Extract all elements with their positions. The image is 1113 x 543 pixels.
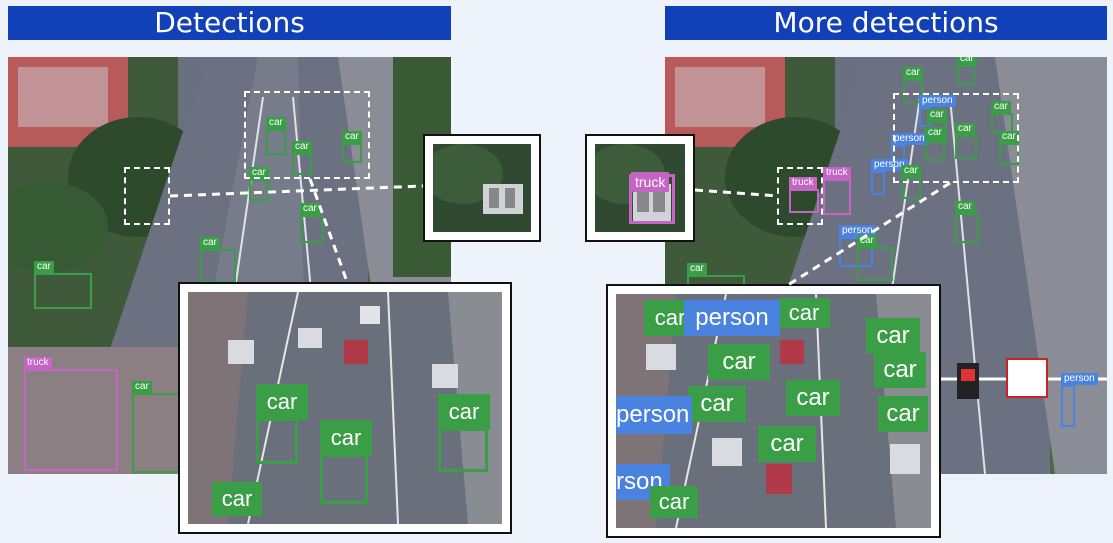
- car-detection-zoomed: car: [778, 298, 830, 328]
- left-panel-title: Detections: [8, 6, 451, 40]
- car-detection: car: [249, 167, 269, 201]
- car-detection-zoomed-box: [256, 418, 298, 464]
- car-detection: car: [34, 261, 92, 309]
- car-detection-zoomed: car: [878, 396, 928, 432]
- person-detection-zoomed: person: [616, 396, 692, 434]
- car-detection-zoomed: car: [256, 384, 308, 420]
- car-detection: car: [903, 67, 923, 103]
- car-detection-zoomed-box: [320, 454, 368, 504]
- car-detection-zoomed: car: [438, 394, 490, 430]
- car-detection: car: [200, 237, 236, 283]
- car-detection: car: [955, 201, 979, 243]
- car-detection: car: [342, 131, 362, 163]
- car-detection-zoomed: car: [212, 482, 262, 516]
- car-detection: car: [132, 381, 182, 473]
- person-detection: person: [871, 159, 908, 195]
- car-detection: car: [955, 123, 977, 159]
- zoom-region-small: [124, 167, 170, 225]
- car-detection: car: [300, 203, 324, 243]
- left-small-inset: [423, 134, 541, 242]
- car-detection-zoomed-box: [438, 428, 488, 472]
- car-detection-zoomed: car: [874, 352, 926, 388]
- right-small-inset: truck: [585, 134, 695, 242]
- car-detection-zoomed: car: [650, 486, 698, 518]
- truck-detection: truck: [24, 357, 118, 471]
- person-detection-zoomed: person: [684, 300, 780, 336]
- person-detection: person: [1061, 373, 1098, 427]
- car-detection: car: [957, 57, 977, 85]
- left-large-inset: car car car car: [178, 282, 512, 534]
- car-detection-zoomed: car: [320, 420, 372, 456]
- right-large-inset: car car person car car car car car car p…: [606, 284, 941, 538]
- car-detection-zoomed: car: [688, 386, 746, 422]
- car-detection-zoomed: car: [866, 318, 920, 354]
- zoom-region-left: [244, 91, 370, 179]
- car-detection: car: [292, 141, 312, 175]
- car-detection: car: [925, 127, 945, 161]
- car-detection-zoomed: car: [786, 380, 840, 416]
- right-panel-title: More detections: [665, 6, 1107, 40]
- car-detection-zoomed: car: [708, 344, 770, 380]
- zoom-region-small-right: [777, 167, 823, 225]
- truck-detection: truck: [823, 167, 851, 215]
- car-detection: car: [266, 117, 286, 155]
- car-detection-zoomed: car: [758, 426, 816, 462]
- truck-label-zoomed: truck: [631, 172, 670, 192]
- car-detection: car: [857, 235, 893, 281]
- zoom-region-right: [893, 93, 1019, 183]
